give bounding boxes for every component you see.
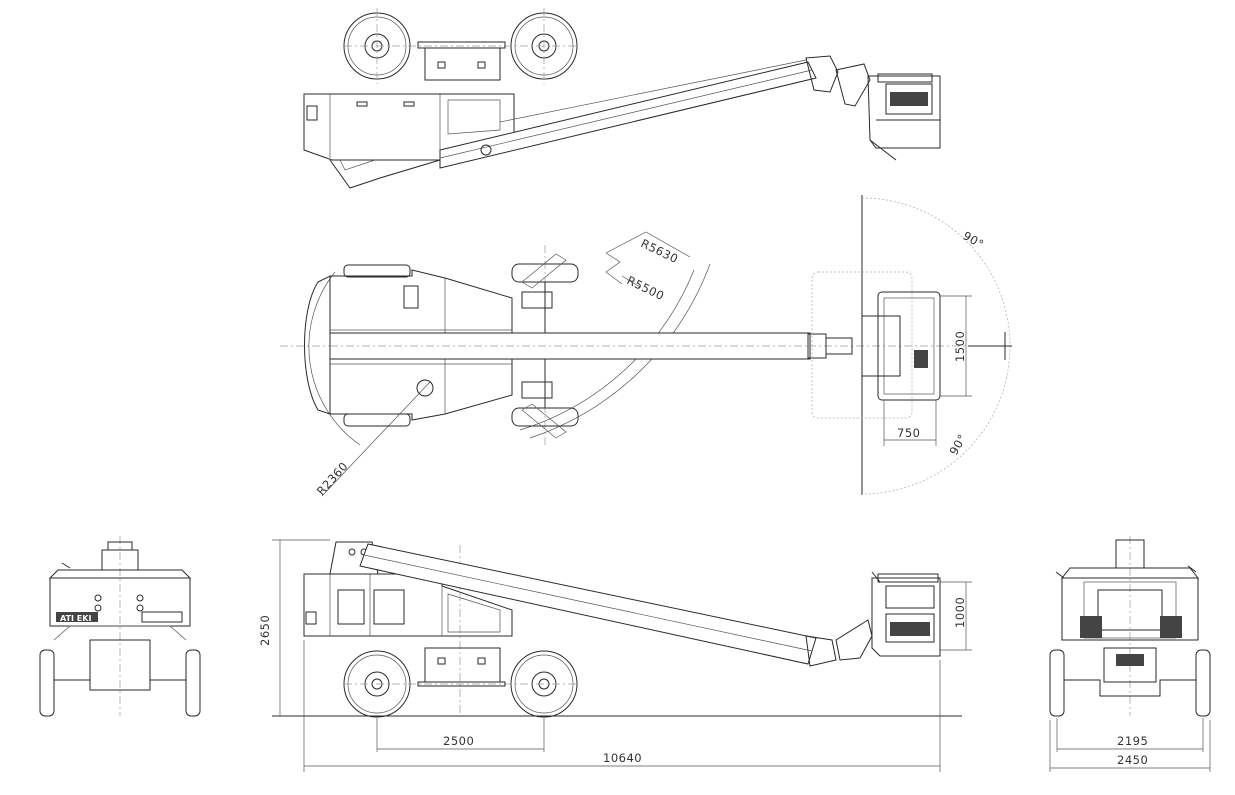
rear-brand-badge: ATI EKI — [60, 614, 91, 623]
platform-plan — [861, 291, 941, 401]
dim-wheelbase: 2500 — [443, 734, 474, 748]
dim-angle-bottom: 90° — [946, 432, 969, 458]
platform-side-top — [867, 73, 941, 161]
dim-platform-depth: 750 — [897, 426, 920, 440]
dim-overall-length: 10640 — [603, 751, 642, 765]
front-view: 2195 2450 — [1049, 536, 1211, 772]
dim-platform-width: 1500 — [953, 331, 967, 362]
dim-height: 2650 — [258, 615, 272, 646]
side-view-bottom: 2650 1000 2500 10640 — [258, 539, 972, 772]
dim-r2360: R2360 — [314, 459, 351, 498]
dim-platform-height: 1000 — [953, 597, 967, 628]
dim-track-width: 2195 — [1117, 734, 1148, 748]
dim-r5630: R5630 — [639, 236, 681, 266]
side-view-top — [303, 8, 941, 189]
dim-overall-width: 2450 — [1117, 753, 1148, 767]
dim-r5500: R5500 — [625, 273, 667, 303]
plan-view: R5630 R5500 R2360 90° 90° 1500 750 — [280, 195, 1012, 498]
platform-side-bottom — [871, 571, 941, 657]
dim-angle-top: 90° — [961, 228, 987, 251]
rear-view: ATI EKI — [39, 536, 201, 717]
